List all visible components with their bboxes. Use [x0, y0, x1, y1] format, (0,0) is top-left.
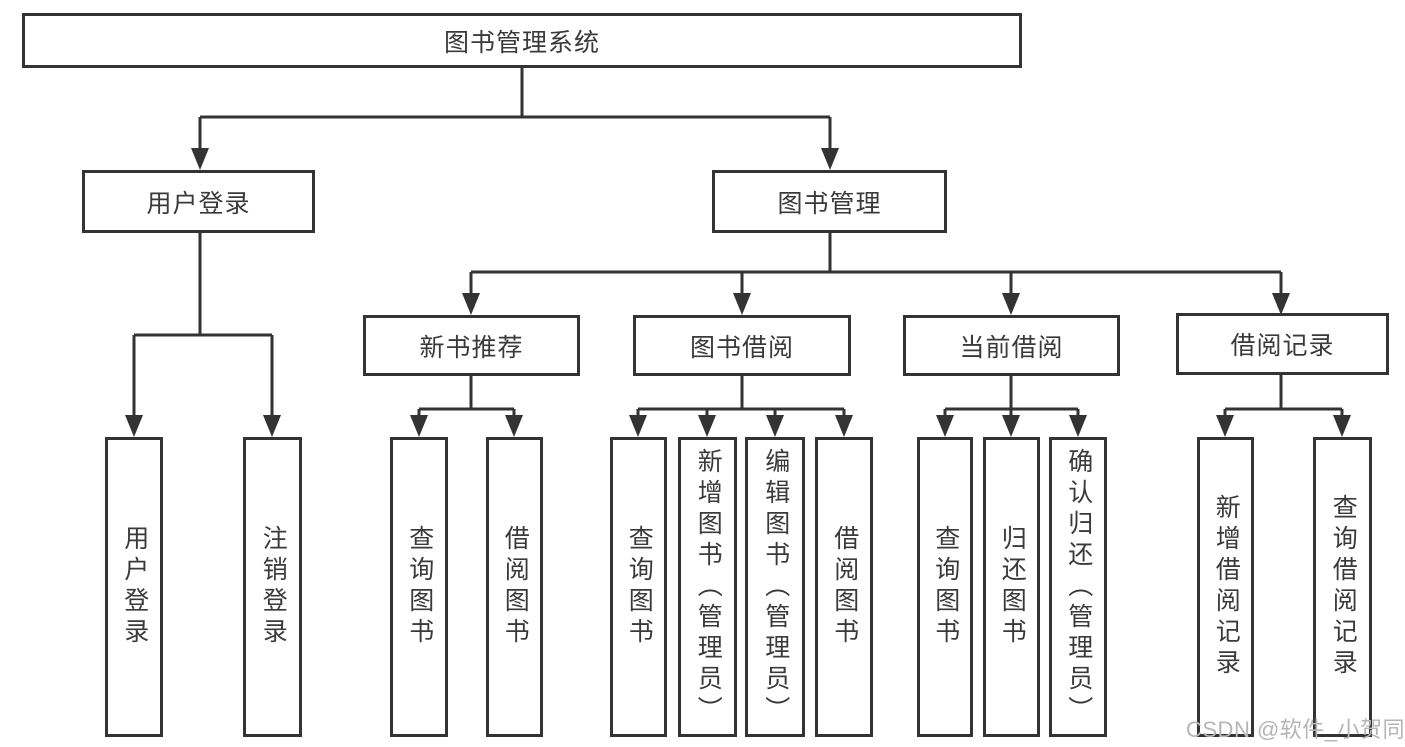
node-label: 归还图书 [998, 525, 1027, 649]
node-label: 查询借阅记录 [1329, 494, 1358, 680]
node-label: 查询图书 [625, 525, 654, 649]
node-borrow-edit-book-admin: 编辑图书（管理员） [745, 437, 805, 737]
node-user-login: 用户登录 [105, 437, 163, 737]
arrowhead-icon [733, 293, 751, 315]
arrowhead-icon [1272, 293, 1290, 315]
node-recommend-query-book: 查询图书 [390, 437, 448, 737]
node-label: 查询图书 [931, 525, 960, 649]
node-records-query-record: 查询借阅记录 [1313, 437, 1372, 737]
arrowhead-icon [263, 415, 281, 437]
node-user-login-module: 用户登录 [82, 170, 315, 233]
node-recommend-borrow-book: 借阅图书 [486, 437, 543, 737]
node-label: 确认归还（管理员） [1064, 447, 1093, 727]
node-book-management: 图书管理 [712, 170, 947, 233]
node-records-add-record: 新增借阅记录 [1197, 437, 1254, 737]
arrowhead-icon [835, 415, 853, 437]
node-label: 借阅图书 [830, 525, 859, 649]
arrowhead-icon [505, 415, 523, 437]
arrowhead-icon [1216, 415, 1234, 437]
watermark: CSDN @软件_小贺同学 [1186, 717, 1405, 742]
arrowhead-icon [698, 415, 716, 437]
node-label: 图书借阅 [689, 333, 794, 362]
arrowhead-icon [462, 293, 480, 315]
node-label: 注销登录 [259, 525, 288, 649]
node-label: 当前借阅 [959, 333, 1064, 362]
node-label: 编辑图书（管理员） [761, 447, 790, 727]
arrowhead-icon [821, 148, 839, 170]
node-label: 借阅记录 [1230, 332, 1335, 360]
node-current-query-book: 查询图书 [917, 437, 973, 737]
node-label: 用户登录 [120, 525, 149, 649]
arrowhead-icon [766, 415, 784, 437]
arrowhead-icon [1002, 293, 1020, 315]
node-label: 查询图书 [405, 525, 434, 649]
node-label: 图书管理系统 [443, 28, 600, 57]
node-label: 借阅图书 [501, 525, 530, 649]
node-label: 新增图书（管理员） [694, 447, 723, 727]
arrowhead-icon [410, 415, 428, 437]
arrowhead-icon [125, 415, 143, 437]
arrowhead-icon [1069, 415, 1087, 437]
node-label: 用户登录 [146, 189, 251, 218]
node-label: 新书推荐 [419, 333, 524, 362]
arrowhead-icon [191, 148, 209, 170]
node-borrow-query-book: 查询图书 [610, 437, 667, 737]
node-book-borrowing: 图书借阅 [633, 315, 851, 376]
node-current-return-book: 归还图书 [983, 437, 1040, 737]
node-root: 图书管理系统 [22, 13, 1022, 68]
node-new-book-recommend: 新书推荐 [363, 315, 580, 376]
node-borrow-add-book-admin: 新增图书（管理员） [678, 437, 737, 737]
arrowhead-icon [629, 415, 647, 437]
node-current-borrowing: 当前借阅 [903, 315, 1120, 376]
node-borrow-borrow-book: 借阅图书 [815, 437, 873, 737]
node-label: 新增借阅记录 [1212, 494, 1241, 680]
node-label: 图书管理 [777, 189, 882, 218]
arrowhead-icon [1002, 415, 1020, 437]
node-current-confirm-return-admin: 确认归还（管理员） [1049, 437, 1107, 737]
node-user-logout: 注销登录 [243, 437, 302, 737]
node-borrowing-records: 借阅记录 [1176, 313, 1389, 375]
arrowhead-icon [1333, 415, 1351, 437]
arrowhead-icon [936, 415, 954, 437]
